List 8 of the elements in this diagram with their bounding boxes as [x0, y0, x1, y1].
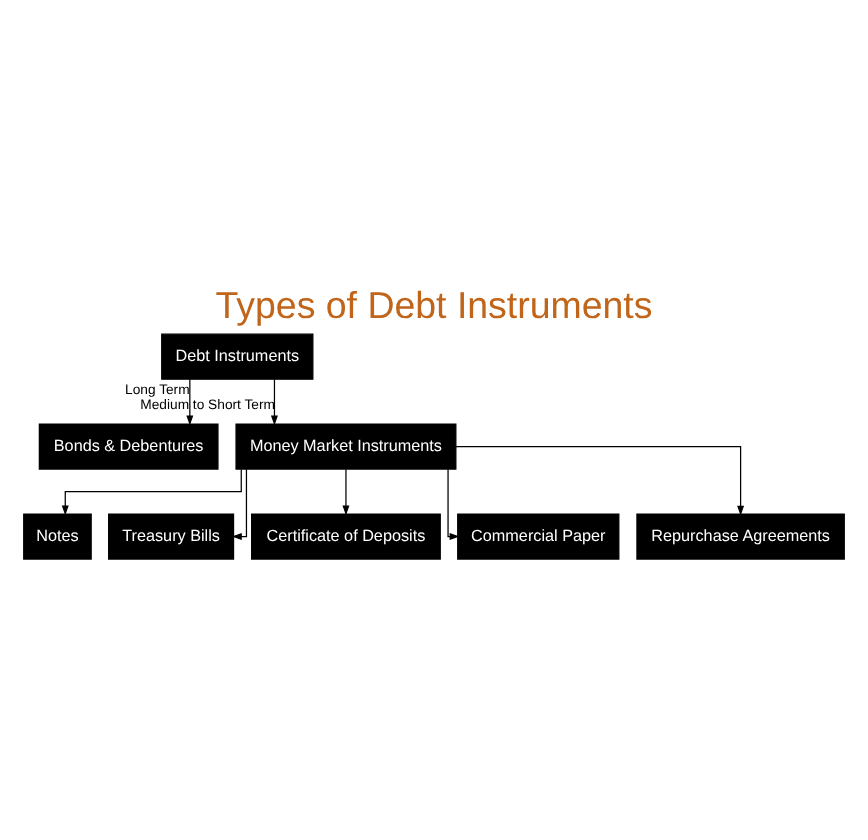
arrow	[61, 468, 242, 515]
arrow	[455, 444, 745, 515]
arrow	[231, 467, 248, 540]
arrow	[186, 377, 194, 425]
arrow	[447, 467, 460, 540]
arrow	[270, 377, 278, 425]
diagram-title: Types of Debt Instruments	[215, 282, 653, 325]
arrow	[342, 467, 350, 515]
